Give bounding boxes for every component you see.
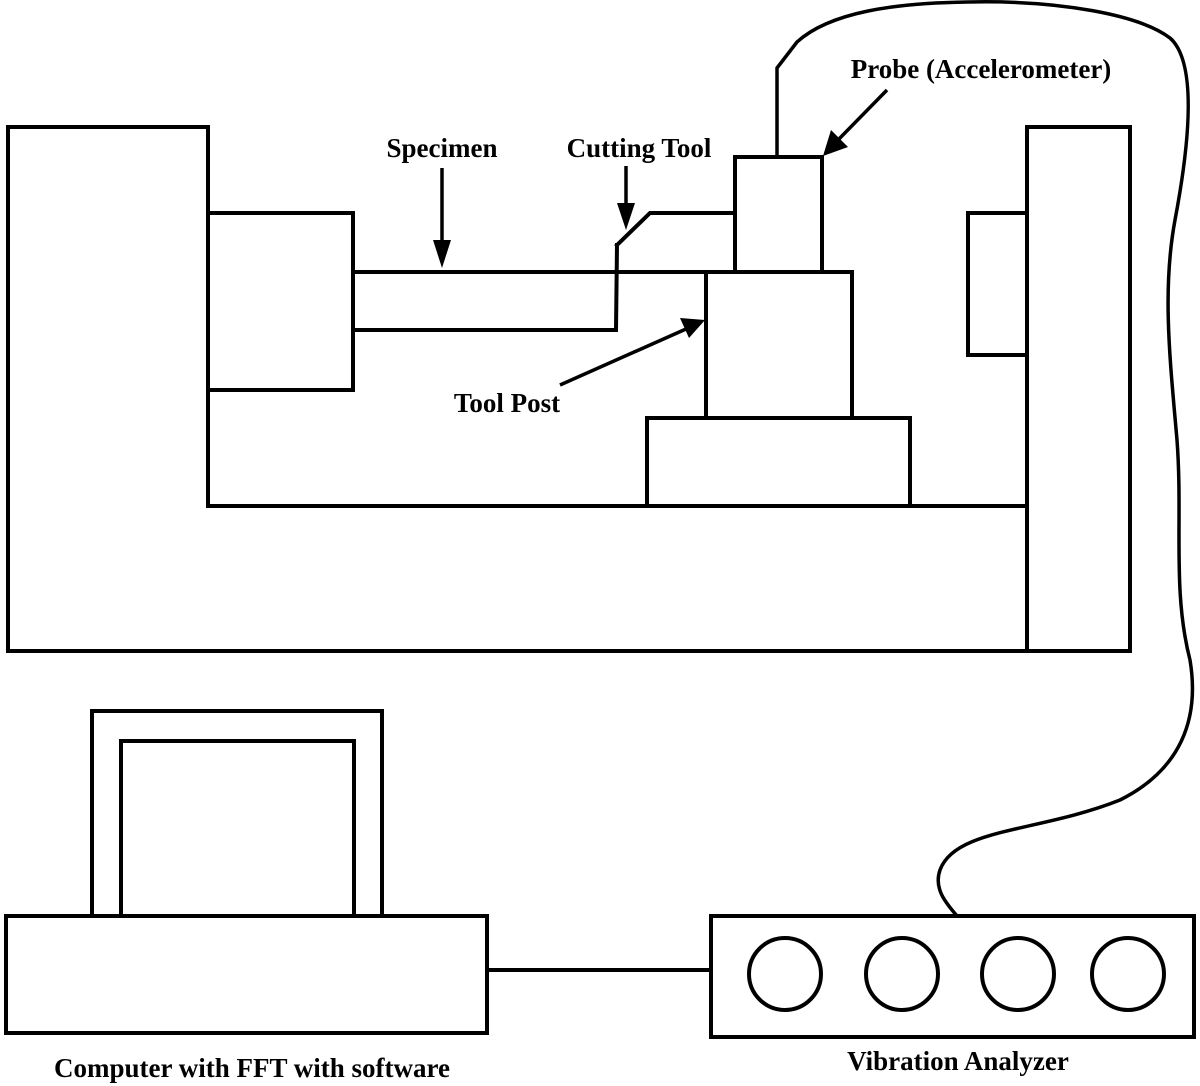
probe-label: Probe (Accelerometer) <box>851 54 1112 84</box>
analyzer-dial-1 <box>747 936 823 1012</box>
computer-label: Computer with FFT with software <box>54 1053 450 1083</box>
carriage <box>645 416 912 508</box>
cutting-tool-label: Cutting Tool <box>567 133 712 163</box>
vibration-analyzer-label: Vibration Analyzer <box>847 1046 1069 1076</box>
vibration-analyzer-box <box>709 914 1196 1039</box>
analyzer-dial-4 <box>1090 936 1166 1012</box>
tool-post <box>704 270 854 420</box>
tailstock <box>1025 125 1132 653</box>
probe-accelerometer <box>733 155 824 274</box>
tool-post-arrow <box>559 318 705 387</box>
tool-post-label: Tool Post <box>454 388 560 418</box>
cutting-tool <box>614 211 737 248</box>
chuck <box>206 211 355 392</box>
cutting-tool-arrow <box>617 166 635 230</box>
specimen <box>351 242 708 332</box>
computer-monitor <box>90 709 384 918</box>
specimen-arrow <box>433 168 451 268</box>
computer-screen <box>119 739 356 918</box>
tailstock-center <box>966 211 1029 357</box>
probe-arrow <box>823 88 889 156</box>
analyzer-dial-3 <box>980 936 1056 1012</box>
analyzer-dial-2 <box>864 936 940 1012</box>
probe-cable <box>775 0 1195 918</box>
specimen-label: Specimen <box>387 133 498 163</box>
computer-base <box>4 914 489 1035</box>
